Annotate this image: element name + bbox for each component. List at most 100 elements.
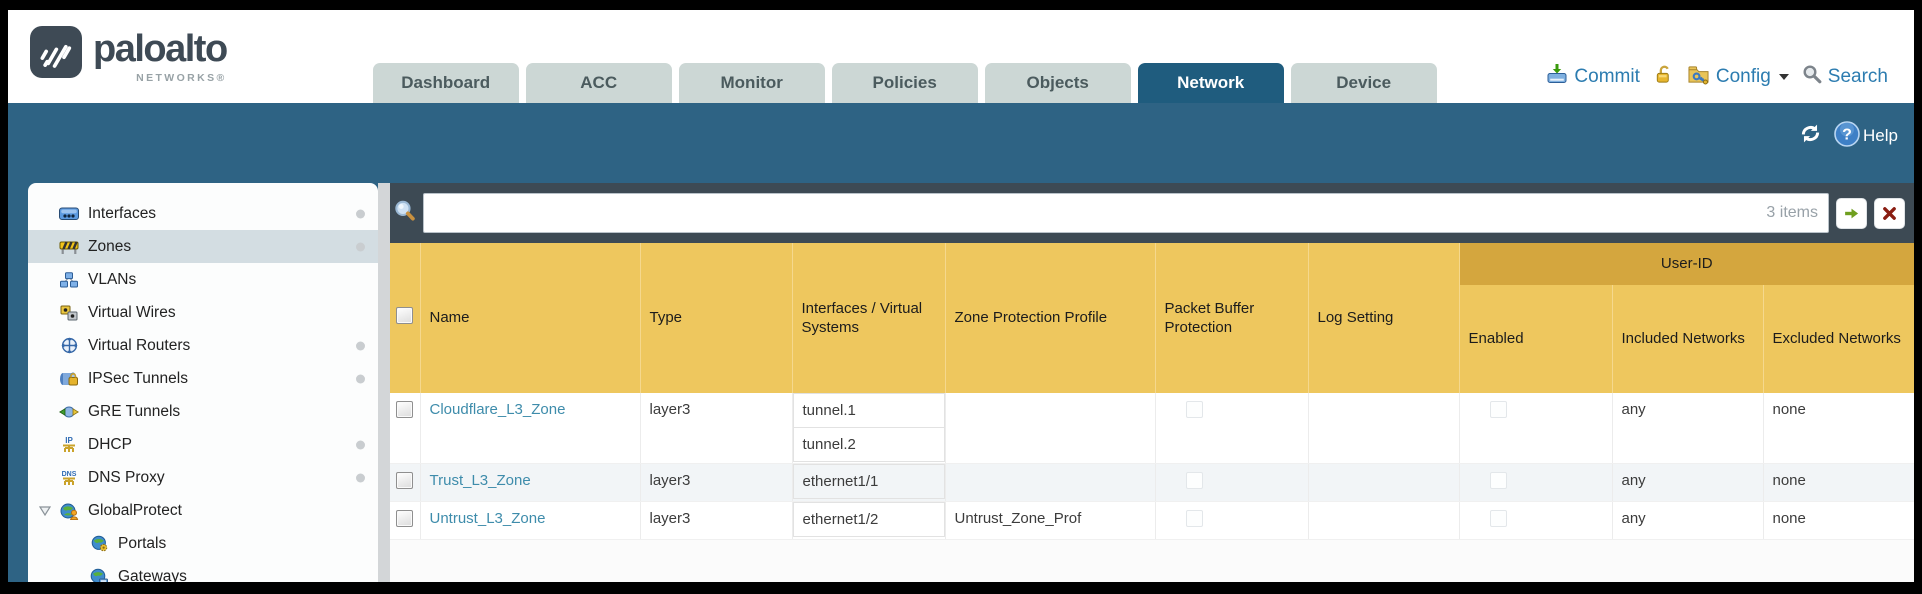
status-dot	[356, 374, 365, 383]
zone-name-link[interactable]: Trust_L3_Zone	[429, 471, 531, 489]
gateways-icon	[88, 568, 110, 582]
cell-user-id-enabled	[1459, 501, 1613, 540]
sidebar-item-label: GlobalProtect	[88, 501, 182, 519]
column-header-interfaces-virtual-systems[interactable]: Interfaces / Virtual Systems	[792, 243, 946, 393]
clear-filter-button[interactable]	[1874, 197, 1905, 229]
column-header-zone-protection-profile[interactable]: Zone Protection Profile	[945, 243, 1156, 393]
chevron-down-icon	[1778, 74, 1789, 80]
cell-select	[390, 393, 421, 464]
globalprotect-icon	[58, 502, 80, 520]
zone-name-link[interactable]: Cloudflare_L3_Zone	[429, 401, 566, 418]
search-label: Search	[1827, 66, 1888, 87]
tab-network[interactable]: Network	[1137, 63, 1284, 103]
paloalto-logo: paloalto NETWORKS®	[30, 26, 228, 84]
row-select-checkbox[interactable]	[396, 509, 414, 527]
sidebar-item-globalprotect[interactable]: GlobalProtect	[28, 494, 378, 527]
ipsec-tunnels-icon	[58, 371, 80, 387]
user-id-enabled-checkbox	[1489, 471, 1507, 489]
refresh-icon[interactable]	[1799, 122, 1822, 150]
cell-user-id-enabled	[1459, 393, 1613, 464]
sidebar-item-label: Virtual Wires	[88, 303, 176, 321]
sidebar-item-vlans[interactable]: VLANs	[28, 263, 378, 296]
tab-device[interactable]: Device	[1290, 63, 1437, 103]
commit-label: Commit	[1574, 66, 1640, 87]
dns-proxy-icon: DNS	[58, 469, 80, 487]
help-label: Help	[1863, 126, 1898, 145]
sidebar-splitter[interactable]	[378, 183, 390, 582]
dhcp-icon: IP	[58, 436, 80, 454]
sidebar-item-zones[interactable]: Zones	[28, 230, 378, 263]
cell-type: layer3	[640, 463, 793, 502]
sidebar-item-interfaces[interactable]: Interfaces	[28, 197, 378, 230]
apply-filter-button[interactable]	[1836, 197, 1867, 229]
column-header-packet-buffer-protection[interactable]: Packet Buffer Protection	[1155, 243, 1309, 393]
sidebar-item-ipsec-tunnels[interactable]: IPSec Tunnels	[28, 362, 378, 395]
lock-icon[interactable]	[1653, 64, 1674, 91]
gre-tunnels-icon	[58, 405, 80, 419]
cell-included-networks: any	[1612, 501, 1764, 540]
cell-type: layer3	[640, 393, 793, 464]
filter-bar: 3 items	[390, 183, 1914, 243]
packet-buffer-protection-checkbox	[1185, 401, 1203, 418]
sidebar-item-gre-tunnels[interactable]: GRE Tunnels	[28, 395, 378, 428]
cell-log-setting	[1308, 463, 1460, 502]
paloalto-logo-icon	[30, 26, 82, 78]
column-header-enabled[interactable]: Enabled	[1459, 285, 1613, 393]
sidebar-item-label: VLANs	[88, 270, 137, 288]
interface-name: tunnel.2	[792, 427, 945, 462]
search-button[interactable]: Search	[1802, 64, 1888, 90]
svg-text:IP: IP	[65, 436, 73, 445]
sidebar-item-gateways[interactable]: Gateways	[28, 560, 378, 582]
filter-input[interactable]	[423, 193, 1829, 233]
sidebar-item-portals[interactable]: Portals	[28, 527, 378, 560]
cell-interfaces: ethernet1/2	[792, 501, 946, 540]
virtual-routers-icon	[58, 337, 80, 354]
column-header-included-networks[interactable]: Included Networks	[1612, 285, 1764, 393]
row-select-checkbox[interactable]	[396, 401, 414, 418]
help-button[interactable]: ? Help	[1834, 120, 1898, 152]
cell-zone-protection-profile	[945, 393, 1156, 464]
filter-input-wrap: 3 items	[423, 193, 1829, 233]
cell-included-networks: any	[1612, 393, 1764, 464]
tab-acc[interactable]: ACC	[525, 63, 672, 103]
column-header-type[interactable]: Type	[640, 243, 793, 393]
sidebar-item-virtual-routers[interactable]: Virtual Routers	[28, 329, 378, 362]
config-label: Config	[1715, 66, 1771, 87]
tab-monitor[interactable]: Monitor	[678, 63, 825, 103]
cell-excluded-networks: none	[1763, 501, 1914, 540]
sidebar-item-virtual-wires[interactable]: Virtual Wires	[28, 296, 378, 329]
sidebar-item-label: Interfaces	[88, 204, 157, 222]
teal-toolbar-band: ? Help	[8, 103, 1914, 183]
sidebar-item-label: GRE Tunnels	[88, 402, 181, 420]
cell-log-setting	[1308, 501, 1460, 540]
select-all-header-cell	[390, 243, 421, 393]
commit-button[interactable]: Commit	[1546, 63, 1640, 91]
cell-packet-buffer-protection	[1155, 393, 1309, 464]
row-select-checkbox[interactable]	[396, 471, 414, 489]
expand-triangle-icon[interactable]	[38, 503, 52, 521]
sidebar-item-dns-proxy[interactable]: DNS DNS Proxy	[28, 461, 378, 494]
tab-policies[interactable]: Policies	[831, 63, 978, 103]
config-menu[interactable]: Config	[1687, 64, 1789, 91]
sidebar-item-label: DNS Proxy	[88, 468, 165, 486]
zone-name-link[interactable]: Untrust_L3_Zone	[429, 509, 546, 527]
column-header-excluded-networks[interactable]: Excluded Networks	[1763, 285, 1914, 393]
status-dot	[356, 440, 365, 449]
column-header-name[interactable]: Name	[420, 243, 641, 393]
status-dot	[356, 473, 365, 482]
interface-name: ethernet1/1	[792, 463, 945, 499]
cell-name: Untrust_L3_Zone	[420, 501, 641, 540]
tab-objects[interactable]: Objects	[984, 63, 1131, 103]
select-all-checkbox[interactable]	[396, 306, 414, 324]
column-header-log-setting[interactable]: Log Setting	[1308, 243, 1460, 393]
tab-dashboard[interactable]: Dashboard	[372, 63, 519, 103]
